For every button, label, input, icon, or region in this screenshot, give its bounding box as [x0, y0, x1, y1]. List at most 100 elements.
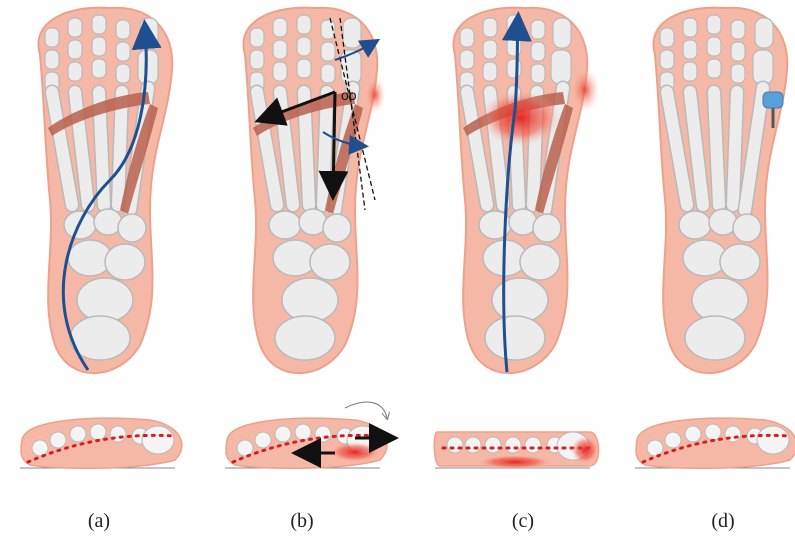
- side-view-metatarsal-head: [757, 426, 789, 454]
- joint-implant: [763, 92, 783, 108]
- side-view-bone: [295, 424, 311, 440]
- toe-phalanx: [660, 50, 674, 69]
- tarsal-bone: [692, 278, 748, 322]
- tarsal-bone: [733, 214, 761, 242]
- toe-phalanx: [68, 18, 82, 37]
- toe-phalanx: [116, 20, 130, 39]
- tarsal-bone: [118, 214, 146, 242]
- panel-c: [434, 8, 599, 469]
- toe-phalanx: [250, 50, 264, 69]
- tarsal-bone: [310, 244, 350, 280]
- side-view-bone: [665, 432, 681, 448]
- toe-phalanx: [507, 59, 521, 78]
- side-view-bone: [50, 432, 66, 448]
- proximal-force-arrow: [333, 92, 335, 195]
- toe-phalanx: [707, 37, 721, 56]
- toe-phalanx: [45, 28, 59, 47]
- plantar-inflammation: [477, 455, 553, 469]
- toe-phalanx: [683, 62, 697, 81]
- panel-b: oo: [225, 8, 393, 469]
- bunion-glow: [571, 68, 599, 112]
- toe-phalanx: [707, 59, 721, 78]
- toe-phalanx: [297, 37, 311, 56]
- toe-phalanx: [116, 64, 130, 83]
- toe-phalanx: [660, 28, 674, 47]
- toe-phalanx: [297, 59, 311, 78]
- toe-phalanx: [250, 28, 264, 47]
- inflammation-glow: [480, 90, 560, 146]
- metatarsal: [733, 92, 737, 205]
- toe-phalanx: [731, 20, 745, 39]
- toe-phalanx: [297, 15, 311, 34]
- side-view-bone: [505, 437, 521, 453]
- hallux-proximal-phalanx: [753, 50, 773, 84]
- side-view-bone: [70, 426, 86, 442]
- hallux-distal-phalanx: [343, 18, 361, 48]
- hallux-distal-phalanx: [553, 18, 571, 48]
- tarsal-bone: [269, 211, 301, 239]
- panel-a: [20, 8, 182, 469]
- toe-phalanx: [683, 40, 697, 59]
- tarsal-bone: [105, 244, 145, 280]
- side-view-bone: [237, 440, 253, 456]
- toe-phalanx: [68, 62, 82, 81]
- side-view-bone: [447, 437, 463, 453]
- angle-annotation: oo: [341, 87, 357, 103]
- side-view-bone: [255, 432, 271, 448]
- metatarsal: [714, 92, 719, 205]
- toe-phalanx: [116, 42, 130, 61]
- tarsal-bone: [492, 278, 548, 322]
- toe-phalanx: [731, 64, 745, 83]
- hallux-distal-phalanx: [140, 18, 158, 48]
- toe-phalanx: [483, 40, 497, 59]
- tarsal-bone: [520, 244, 560, 280]
- tarsal-bone: [720, 244, 760, 280]
- panel-label-c: (c): [493, 510, 553, 533]
- side-view-bone: [90, 424, 106, 440]
- side-view-bone: [525, 437, 541, 453]
- side-view-bone: [685, 426, 701, 442]
- side-view-bone: [485, 437, 501, 453]
- tarsal-bone: [77, 278, 133, 322]
- hallux-distal-phalanx: [755, 18, 773, 48]
- panel-d: [635, 8, 795, 469]
- toe-phalanx: [273, 40, 287, 59]
- tarsal-bone: [282, 278, 338, 322]
- toe-phalanx: [460, 28, 474, 47]
- toe-phalanx: [92, 15, 106, 34]
- toe-phalanx: [321, 64, 335, 83]
- tarsal-bone: [533, 214, 561, 242]
- toe-phalanx: [707, 15, 721, 34]
- panel-label-b: (b): [272, 510, 332, 533]
- tarsal-bone: [485, 316, 545, 360]
- side-view-bone: [647, 440, 663, 456]
- toe-phalanx: [92, 59, 106, 78]
- hallux-proximal-phalanx: [138, 50, 158, 84]
- side-view-bone: [275, 426, 291, 442]
- toe-phalanx: [531, 64, 545, 83]
- side-view-bone: [705, 424, 721, 440]
- side-view-bone: [465, 437, 481, 453]
- toe-phalanx: [45, 50, 59, 69]
- toe-phalanx: [460, 50, 474, 69]
- side-view-metatarsal-head: [142, 426, 174, 454]
- side-view-bone: [32, 440, 48, 456]
- bunion-glow: [365, 77, 385, 113]
- toe-phalanx: [483, 62, 497, 81]
- toe-phalanx: [483, 18, 497, 37]
- tarsal-bone: [679, 211, 711, 239]
- toe-phalanx: [321, 42, 335, 61]
- hallux-proximal-phalanx: [551, 50, 571, 84]
- toe-phalanx: [273, 62, 287, 81]
- tarsal-bone: [323, 214, 351, 242]
- toe-phalanx: [531, 20, 545, 39]
- rotation-hint-arrow: [345, 402, 387, 418]
- toe-phalanx: [273, 18, 287, 37]
- toe-phalanx: [92, 37, 106, 56]
- toe-phalanx: [68, 40, 82, 59]
- panel-label-d: (d): [693, 510, 753, 533]
- tarsal-bone: [685, 316, 745, 360]
- side-inflammation: [329, 442, 381, 462]
